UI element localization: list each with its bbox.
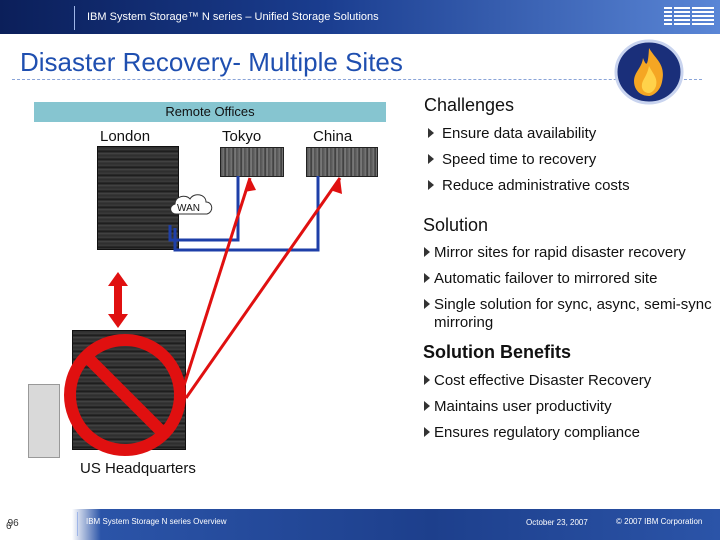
- bullet-arrow-icon: [424, 401, 430, 412]
- footer-course: IBM System Storage N series Overview: [86, 517, 227, 526]
- bullet-arrow-icon: [428, 154, 434, 165]
- title-divider: [12, 79, 702, 81]
- wan-cloud-icon: [170, 194, 213, 215]
- tokyo-replication-arrow: [178, 177, 252, 399]
- ibm-logo-icon: [664, 7, 714, 25]
- header-bar: [0, 0, 720, 34]
- bullet-arrow-icon: [424, 427, 430, 438]
- solution-heading: Solution: [423, 215, 489, 235]
- hq-label: US Headquarters: [80, 460, 196, 477]
- footer-bar: [0, 509, 720, 540]
- remote-offices-band: [34, 102, 386, 122]
- solution-item: Mirror sites for rapid disaster recovery: [424, 244, 686, 261]
- prohibition-icon: [64, 334, 186, 456]
- bullet-arrow-icon: [428, 128, 434, 139]
- benefit-item: Ensures regulatory compliance: [424, 424, 640, 441]
- benefits-heading: Solution Benefits: [423, 342, 571, 362]
- page-number: 696: [6, 518, 19, 532]
- tokyo-arrowhead: [244, 178, 256, 192]
- footer-copyright: © 2007 IBM Corporation: [616, 517, 703, 526]
- slide-title: Disaster Recovery- Multiple Sites: [20, 47, 403, 77]
- benefit-item: Maintains user productivity: [424, 398, 612, 415]
- bullet-arrow-icon: [424, 375, 430, 386]
- china-wan-link: [173, 176, 320, 252]
- bullet-arrow-icon: [428, 180, 434, 191]
- london-storage-system: [97, 146, 179, 250]
- china-storage-system: [306, 147, 378, 177]
- benefit-item: Cost effective Disaster Recovery: [424, 372, 651, 389]
- challenge-item: Ensure data availability: [428, 125, 596, 142]
- site-label-london: London: [100, 128, 151, 145]
- china-replication-arrow: [184, 177, 342, 399]
- site-label-tokyo: Tokyo: [222, 128, 262, 145]
- fire-icon: [614, 39, 684, 105]
- header-divider: [74, 6, 75, 30]
- bullet-arrow-icon: [424, 273, 430, 284]
- header-title: IBM System Storage™ N series – Unified S…: [87, 11, 379, 23]
- solution-item: Automatic failover to mirrored site: [424, 270, 657, 287]
- challenge-item: Reduce administrative costs: [428, 177, 630, 194]
- footer-date: October 23, 2007: [526, 518, 588, 527]
- tokyo-wan-link: [168, 176, 240, 242]
- bullet-arrow-icon: [424, 247, 430, 258]
- challenges-heading: Challenges: [424, 95, 515, 115]
- london-hq-arrow-up: [108, 272, 128, 286]
- hq-server-tower: [28, 384, 60, 458]
- wan-label: WAN: [177, 203, 200, 214]
- solution-item: Single solution for sync, async, semi-sy…: [424, 296, 714, 332]
- footer-divider: [77, 512, 78, 536]
- site-label-china: China: [313, 128, 353, 145]
- bullet-arrow-icon: [424, 299, 430, 309]
- challenge-item: Speed time to recovery: [428, 151, 596, 168]
- london-hq-arrow-down: [108, 314, 128, 328]
- tokyo-storage-system: [220, 147, 284, 177]
- remote-offices-label: Remote Offices: [165, 104, 255, 119]
- china-arrowhead: [330, 178, 342, 194]
